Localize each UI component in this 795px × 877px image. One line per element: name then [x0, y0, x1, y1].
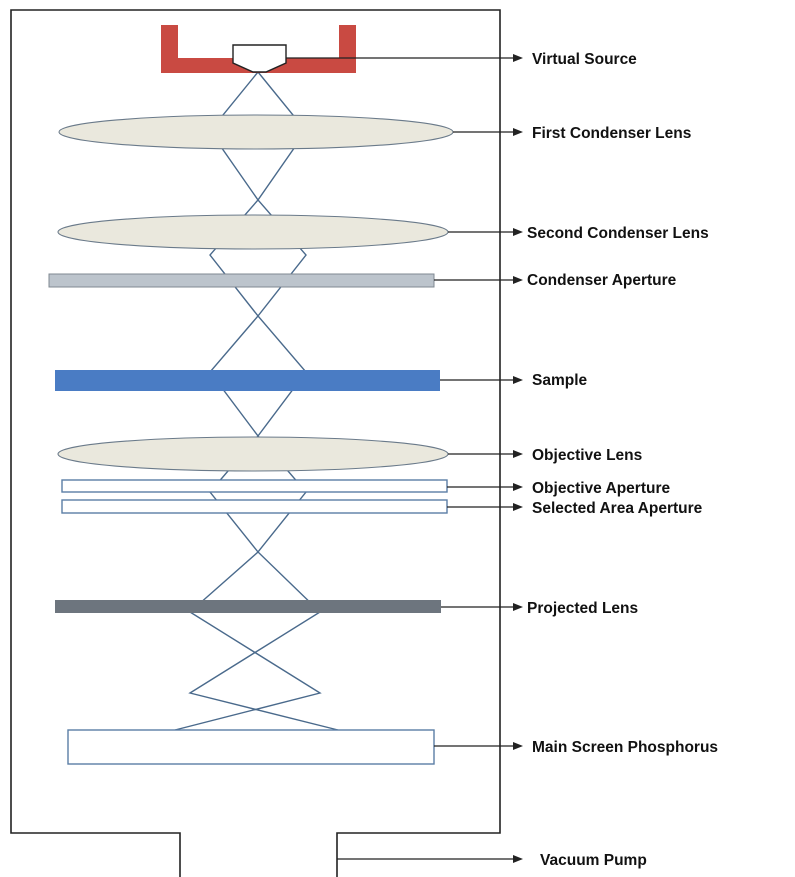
main-screen-phosphorus: [67, 729, 435, 765]
label-virtual-source: Virtual Source: [532, 51, 637, 68]
label-first-condenser-lens: First Condenser Lens: [532, 125, 691, 142]
sample: [55, 370, 440, 391]
beam-path-left: [174, 71, 322, 731]
leader-arrows: [286, 54, 523, 863]
arrowhead-icon: [513, 603, 523, 611]
label-objective-lens: Objective Lens: [532, 447, 642, 464]
projected-lens: [55, 600, 441, 613]
condenser-aperture: [48, 273, 435, 288]
arrowhead-icon: [513, 742, 523, 750]
arrowhead-icon: [513, 54, 523, 62]
arrowhead-icon: [513, 128, 523, 136]
arrowhead-icon: [513, 503, 523, 511]
label-selected-area-aperture: Selected Area Aperture: [532, 500, 703, 517]
objective-aperture: [61, 479, 448, 493]
arrowhead-icon: [513, 376, 523, 384]
selected-area-aperture: [61, 499, 448, 514]
column-outline: [10, 9, 501, 877]
label-sample: Sample: [532, 372, 588, 389]
arrowhead-icon: [513, 228, 523, 236]
second-condenser-lens: [57, 214, 449, 250]
arrowhead-icon: [513, 855, 523, 863]
label-vacuum-pump: Vacuum Pump: [540, 852, 647, 869]
label-projected-lens: Projected Lens: [527, 600, 638, 617]
arrowhead-icon: [513, 483, 523, 491]
beam-path-right: [188, 71, 339, 731]
arrowhead-icon: [513, 276, 523, 284]
label-condenser-aperture: Condenser Aperture: [527, 272, 677, 289]
objective-lens: [57, 436, 449, 472]
label-second-condenser-lens: Second Condenser Lens: [527, 225, 709, 242]
arrowhead-icon: [513, 450, 523, 458]
label-main-screen-phosphorus: Main Screen Phosphorus: [532, 739, 718, 756]
source-holder: [161, 25, 356, 73]
label-objective-aperture: Objective Aperture: [532, 480, 670, 497]
first-condenser-lens: [58, 114, 454, 150]
virtual-source: [232, 44, 287, 73]
